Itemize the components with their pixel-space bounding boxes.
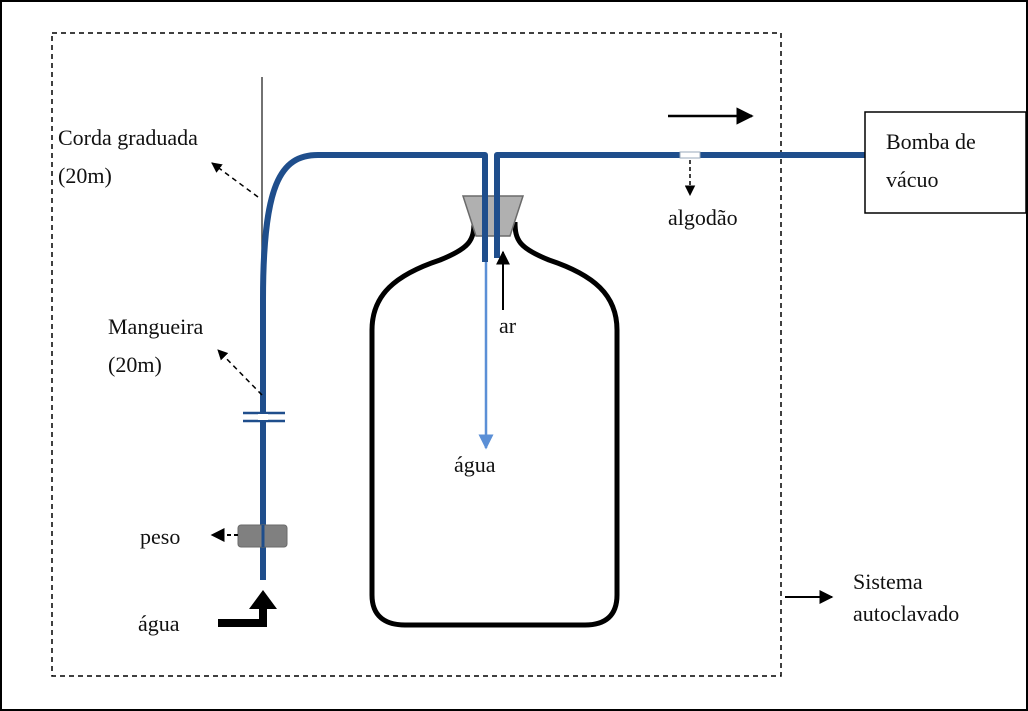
rope-label-line1: Corda graduada	[58, 125, 198, 150]
hose-main	[260, 152, 488, 580]
cotton-filter	[679, 151, 701, 159]
water-inlet-arrow	[218, 606, 267, 627]
vacuum-pump-box	[864, 111, 1027, 214]
hose-label-line2: (20m)	[108, 352, 162, 377]
pump-label-line1: Bomba de	[886, 129, 976, 154]
system-label-line1: Sistema	[853, 569, 923, 594]
cotton-label: algodão	[668, 205, 738, 230]
hose-to-pump	[494, 152, 865, 258]
rope-pointer-arrow	[211, 162, 259, 198]
bottle	[369, 221, 620, 628]
rope-label-line2: (20m)	[58, 163, 112, 188]
stopper	[461, 195, 525, 237]
system-label-line2: autoclavado	[853, 601, 959, 626]
water-in-label: água	[138, 611, 180, 636]
hose-label-line1: Mangueira	[108, 314, 204, 339]
air-label: ar	[499, 313, 517, 338]
autoclave-boundary	[51, 32, 782, 677]
pump-label-line2: vácuo	[886, 167, 939, 192]
hose-connector-gap	[258, 414, 268, 420]
hose-pointer-arrow	[217, 349, 263, 396]
water-inlet-arrowhead	[249, 590, 277, 609]
water-out-label: água	[454, 452, 496, 477]
weight-label: peso	[140, 524, 180, 549]
